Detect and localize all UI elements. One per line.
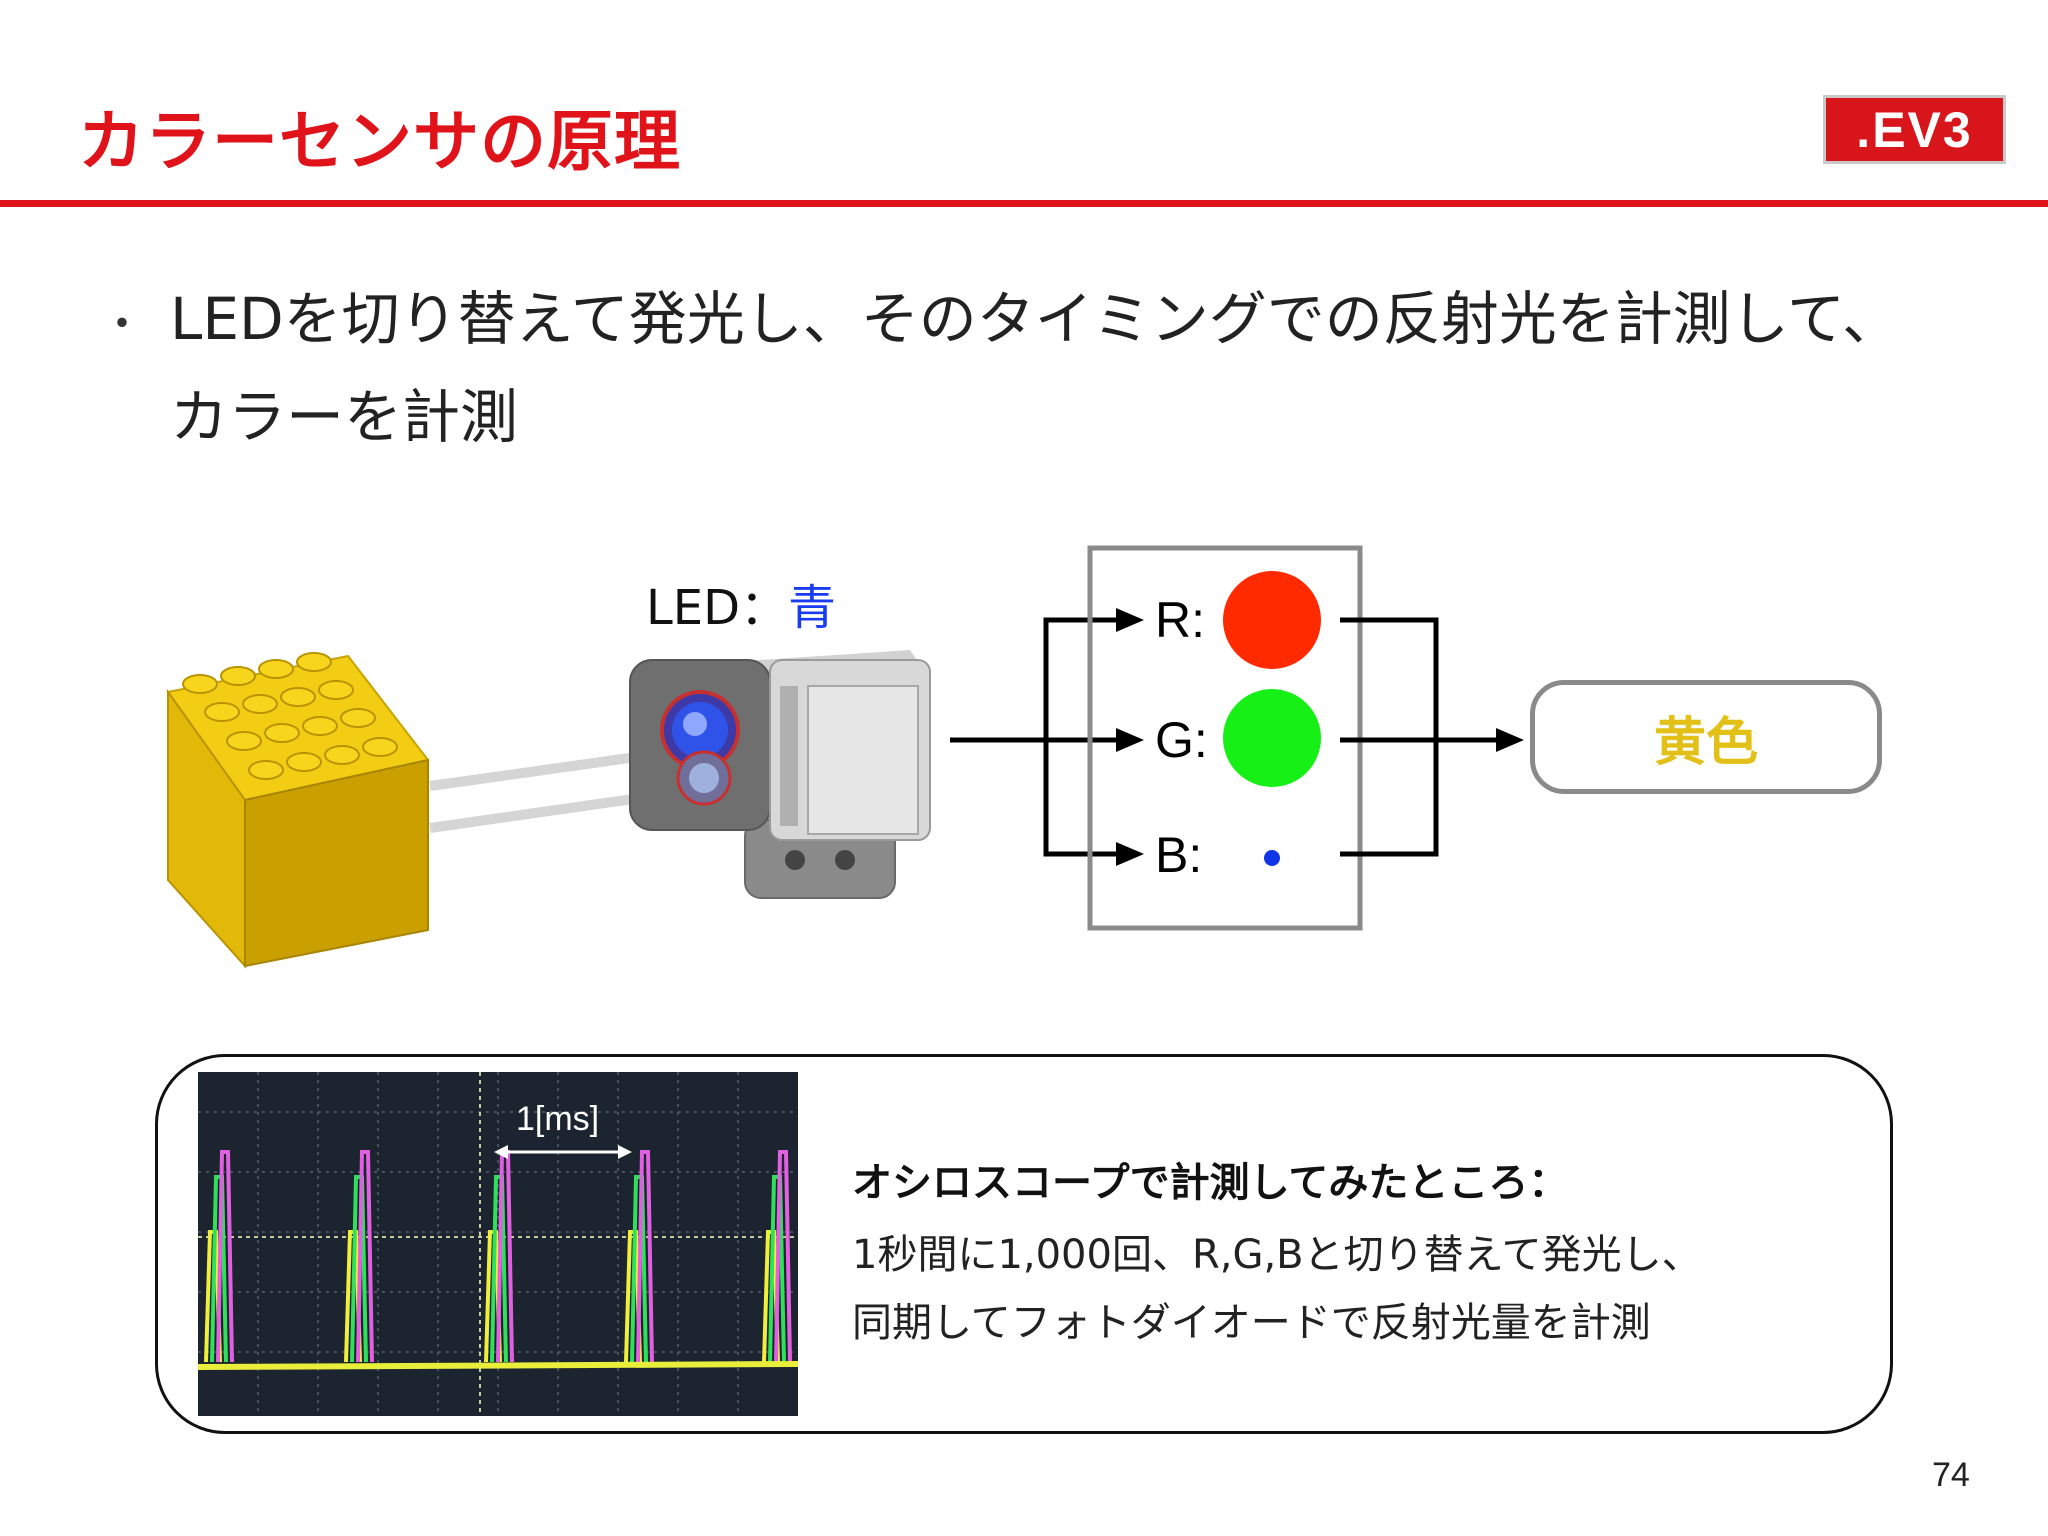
channel-arrowheads (1116, 608, 1144, 866)
page-number: 74 (1932, 1456, 1970, 1494)
scope-description-line2: 同期してフォトダイオードで反射光量を計測 (852, 1300, 1651, 1346)
channel-dot-r (1223, 571, 1321, 669)
channel-dot-g (1223, 689, 1321, 787)
scope-trace-green (210, 1175, 228, 1363)
result-arrowhead (1496, 728, 1524, 752)
channel-arrows (950, 617, 1122, 857)
scope-trace-magenta (636, 1150, 654, 1363)
scope-description-line1: 1秒間に1,000回、R,G,Bと切り替えて発光し、 (852, 1232, 1702, 1278)
ev3-logo: .EV3 (1823, 95, 2006, 164)
result-color-text: 黄色 (1653, 712, 1758, 773)
channel-label-g: G: (1155, 712, 1208, 768)
title-underline (0, 200, 2048, 207)
led-label: LED：青 (646, 568, 836, 638)
merge-arrows (1340, 617, 1500, 857)
led-label-prefix: LED： (646, 580, 789, 636)
result-color-box: 黄色 (1530, 680, 1882, 794)
channel-label-b: B: (1155, 827, 1202, 883)
scope-trace-green (350, 1175, 368, 1363)
scope-trace-magenta (774, 1150, 792, 1363)
bullet-marker: ・ (100, 299, 144, 350)
bullet-text: LEDを切り替えて発光し、そのタイミングでの反射光を計測して、カラーを計測 (170, 285, 1901, 451)
scope-time-label: 1[ms] (516, 1100, 599, 1138)
channel-dot-b (1264, 850, 1280, 866)
scope-trace-magenta (216, 1150, 234, 1363)
sensor-diagram: R: G: B: (166, 545, 1524, 969)
scope-trace-green (768, 1175, 786, 1363)
oscilloscope-panel (155, 1054, 1893, 1434)
slide-title: カラーセンサの原理 (78, 103, 681, 180)
oscilloscope-screen: 1[ms] (198, 1072, 798, 1416)
scope-trace-magenta (356, 1150, 374, 1363)
scope-trace-green (630, 1175, 648, 1363)
channel-label-r: R: (1155, 592, 1205, 648)
color-sensor-icon (629, 650, 931, 899)
scope-grid (198, 1072, 798, 1416)
yellow-brick-icon (166, 652, 430, 969)
led-color-text: 青 (788, 580, 837, 636)
scope-trace-green (490, 1175, 508, 1363)
scope-heading: オシロスコープで計測してみたところ： (852, 1160, 1569, 1206)
